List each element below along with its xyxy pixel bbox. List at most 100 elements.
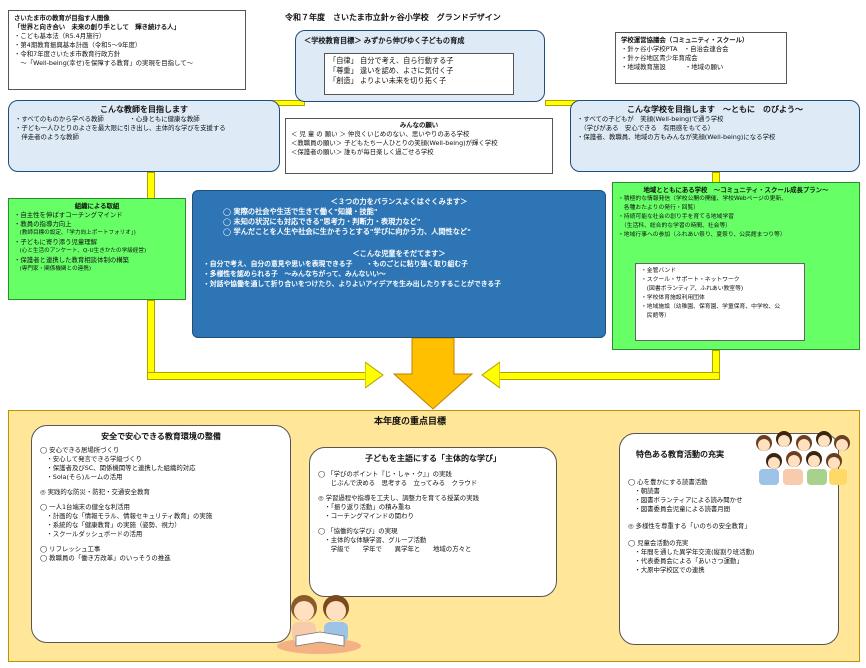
teacher-goal-box: こんな教師を目指します ・すべてのものから学べる教師 ・心身ともに健康な教師 ・… [8,100,280,172]
list-item: 「尊重」 違いを認め、よさに気付く子 [329,66,454,75]
list-item: (専門家・関係機関との連携) [14,266,92,272]
city-vision-box: さいたま市の教育が目指す人間像 「世界と向き合い 未来の創り手として 輝き続ける… [8,10,246,90]
list-item: ◯ 一人1台端末の健全な利活用 [40,503,130,511]
list-item: ◯ 心を豊かにする読書活動 [628,478,708,486]
child-vision-title: ＜こんな児童をそだてます＞ [352,249,446,258]
child-item: ・自分で考え、自分の意見や思いを表現できる子 ・ものごとに粘り強く取り組む子 [203,260,468,268]
list-item: 学級で 学年で 異学年と 地域の方々と [318,545,472,553]
list-item: ・図書ボランティアによる読み聞かせ [628,496,743,504]
list-item: ・スクールダッシュボードの活用 [40,530,143,538]
list-item: ＜教職員の願い＞ 子どもたち一人ひとりの笑顔(Well-being)が輝く学校 [291,139,498,147]
list-item: ◯ 教職員の「働き方改革」のいっそうの推進 [40,554,171,562]
connector [490,372,720,380]
teacher-goal-title: こんな教師を目指します [100,105,188,114]
list-item: ・すべてのものから学べる教師 ・心身ともに健康な教師 [15,115,200,123]
list-item: ・地域教育施設 ・地域の願い [621,63,724,71]
connector [147,372,377,380]
list-item: ・保護者及びSC、関係機関等と連携した組織的対応 [40,464,196,472]
core-abilities-title: ＜３つの力をバランスよくはぐくみます＞ [330,197,468,206]
list-item: ・こども基本法（R5.4月施行） [14,32,106,40]
school-goal-text: みずから伸びゆく子どもの育成 [363,36,465,45]
arrow-left-icon [481,361,500,389]
ability-item: 未知の状況にも対応できる"思考力・判断力・表現力など" [233,217,421,226]
list-item: ・針ヶ谷小学校PTA ・自治会連合会 [621,45,729,53]
list-item: ◯ リフレッシュ工事 [40,545,101,553]
city-vision-subtitle: 「世界と向き合い 未来の創り手として 輝き続ける人」 [14,23,180,31]
list-item: ・子どもに寄り添う児童理解 [14,238,98,246]
list-item: ・代表委員会による「あいさつ運動」 [628,557,743,565]
list-item: 「創造」 よりよい未来を切り拓く子 [329,76,447,85]
wishes-box: みんなの願い ＜ 児 童 の 願い ＞ 仲良くいじめのない、思いやりのある学校 … [285,118,553,174]
community-title: 地域とともにある学校 ～コミュニティ・スクール成長プラン～ [643,186,829,194]
children-crowd-illustration [756,431,850,485]
list-item: ・教員の指導力向上 [14,220,72,228]
list-item: ・大原中学校区での連携 [628,566,705,574]
list-item: ・第4期教育振興基本計画（令和5～9年度） [14,41,142,49]
connector [147,300,155,380]
list-item: ・学校体育施設利用団体 [641,295,705,301]
list-item: ・子ども一人ひとりのよさを最大限に引き出し、主体的な学びを支援する [15,124,226,132]
list-item: （学びがある 安心できる 有用感をもてる） [577,124,715,132]
community-groups: ・金管バンド ・スクール・サポート・ネットワーク (図書ボランティア、ふれあい教… [635,263,805,341]
annual-goals-title: 本年度の重点目標 [374,417,447,427]
ability-item: 学んだことを人生や社会に生かそうとする"学びに向かう力、人間性など" [233,227,471,236]
council-title: 学校運営協議会（コミュニティ・スクール） [621,36,749,44]
school-vision-title: こんな学校を目指します ～ともに のびよう～ [627,105,803,114]
list-item: ◎ 多様性を尊重する「いのちの安全教育」 [628,522,751,530]
list-item: ・「振り返り活動」の積み重ね [318,503,411,511]
organization-title: 組織による取組 [74,202,120,210]
list-item: ◯ 安心できる居場所づくり [40,446,120,454]
goal-special-title: 特色ある教育活動の充実 [636,450,724,459]
list-item: ・朝読書 [628,487,660,495]
list-item: 各種おたよりの発行・回覧） [618,205,700,211]
list-item: ・地域行事への参加（ふれあい祭り、夏祭り、公民館まつり等） [618,232,786,238]
goal-special-box: 特色ある教育活動の充実 ◯ 心を豊かにする読書活動 ・朝読書 ・図書ボランティア… [619,433,839,645]
list-item: (図書ボランティア、ふれあい教室等) [641,286,744,292]
school-goal-label: ＜学校教育目標＞ [304,36,362,45]
list-item: ・金管バンド [641,268,677,274]
goal-safety-box: 安全で安心できる教育環境の整備 ◯ 安心できる居場所づくり ・安心して発言できる… [31,425,291,643]
school-vision-box: こんな学校を目指します ～ともに のびよう～ ・すべての子どもが 笑顔(Well… [570,100,860,172]
page-title: 令和７年度 さいたま市立針ヶ谷小学校 グランドデザイン [285,13,501,22]
list-item: ・すべての子どもが 笑顔(Well-being)で通う学校 [577,115,724,123]
wishes-title: みんなの願い [399,121,439,129]
ability-item: 実際の社会や生活で生きて働く"知識・技能" [233,207,378,216]
organization-box: 組織による取組 ・自主性を伸ばすコーチングマインド ・教員の指導力向上 (教師目… [8,198,186,300]
list-item: ◯ 「協働的な学び」の実現 [318,527,398,535]
list-item: ・年間を通した異学年交流(縦割り班活動) [628,548,755,556]
list-item: ・コーチングマインドの関わり [318,512,414,520]
child-item: ・対話や協働を通して折り合いをつけたり、よりよいアイデアを生み出したりすることが… [203,280,501,288]
list-item: 「自律」 自分で考え、自ら行動する子 [329,56,454,65]
goal-learning-title: 子どもを主語にする「主体的な学び」 [364,454,502,463]
list-item: ・地域施設（幼稚園、保育園、学童保育、中学校、公 [641,304,781,310]
circle-icon: ◯ [223,217,234,226]
list-item: ◯ 「学びのポイント『じ・しゃ・ク』」の実践 [318,470,452,478]
council-box: 学校運営協議会（コミュニティ・スクール） ・針ヶ谷小学校PTA ・自治会連合会 … [615,32,787,84]
list-item: 伴走者のような教師 [15,133,79,141]
list-item: ・令和7年度さいたま市教育行政方針 [14,50,121,58]
city-vision-title: さいたま市の教育が目指す人間像 [14,14,110,22]
list-item: ・Sola(そら)ルームの活用 [40,473,123,481]
circle-icon: ◯ [223,207,234,216]
list-item: ・保護者と連携した教育相談体制の構築 [14,256,130,264]
list-item: ◎ 学習過程や指導を工夫し、調整力を育てる授業の実践 [318,494,479,502]
arrow-down-icon [392,338,474,410]
list-item: ＜ 児 童 の 願い ＞ 仲良くいじめのない、思いやりのある学校 [291,130,470,138]
annual-goals-panel: 本年度の重点目標 安全で安心できる教育環境の整備 ◯ 安心できる居場所づくり ・… [8,410,860,662]
list-item: ・持続可能な社会の創り手を育てる地域学習 [618,214,734,220]
arrow-right-icon [365,361,384,389]
core-abilities-box: ＜３つの力をバランスよくはぐくみます＞ ◯ 実際の社会や生活で生きて働く"知識・… [192,190,606,338]
list-item: ・計画的な「情報モラル、情報セキュリティ教育」の実施 [40,512,213,520]
list-item: ・保護者、教職員、地域の方もみんなが笑顔(Well-being)になる学校 [577,133,776,141]
list-item: ・図書委員会児童による読書月間 [628,505,731,513]
school-goal-items: 「自律」 自分で考え、自ら行動する子 「尊重」 違いを認め、よさに気付く子 「創… [324,53,514,95]
list-item: ◯ 児童会活動の充実 [628,539,689,547]
list-item: ～「Well-being(幸せ)を保障する教育」の実現を目指して～ [14,59,193,67]
list-item: ・安心して発言できる学級づくり [40,455,142,463]
circle-icon: ◯ [223,227,234,236]
goal-safety-title: 安全で安心できる教育環境の整備 [101,432,221,441]
list-item: ・系統的な「健康教育」の実施（姿勢、視力） [40,521,181,529]
community-box: 地域とともにある学校 ～コミュニティ・スクール成長プラン～ ・積極的な情報発信（… [612,182,860,350]
list-item: (教師目標の設定、「学力向上ポートフォリオ」) [14,230,136,236]
list-item: （生活科、総合的な学習の時間、社会等） [618,223,732,229]
